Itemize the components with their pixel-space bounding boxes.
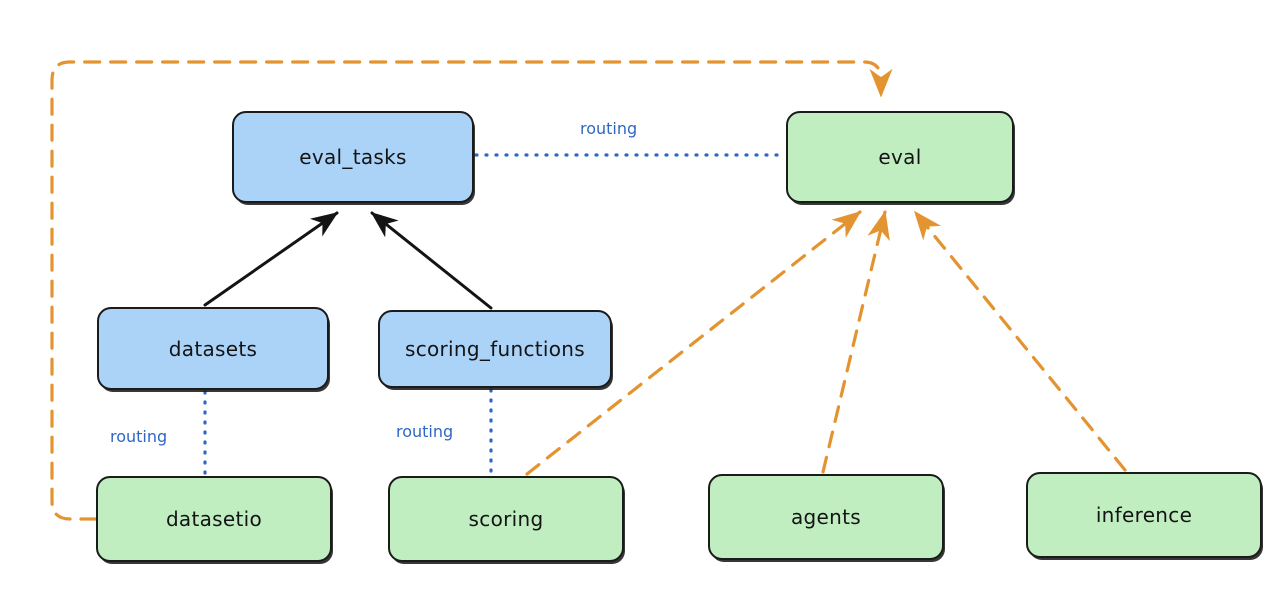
edge-inference-to-eval <box>913 210 1127 472</box>
edge-label-routing-scoring-functions-scoring: routing <box>396 422 454 441</box>
node-inference[interactable]: inference <box>1026 472 1262 558</box>
node-label-scoring: scoring <box>468 507 544 531</box>
edge-scoring-functions-to-eval-tasks <box>370 211 493 310</box>
node-datasets[interactable]: datasets <box>97 307 329 390</box>
node-eval[interactable]: eval <box>786 111 1014 203</box>
edge-label-routing-eval-tasks-eval: routing <box>580 119 638 138</box>
node-label-datasets: datasets <box>168 336 258 361</box>
node-eval-tasks[interactable]: eval_tasks <box>232 111 474 203</box>
edge-label-routing-datasets-datasetio: routing <box>110 427 168 446</box>
edge-scoring-to-eval <box>525 210 862 476</box>
node-label-eval-tasks: eval_tasks <box>299 145 407 169</box>
node-label-inference: inference <box>1095 503 1193 527</box>
edge-datasets-to-eval-tasks <box>203 211 339 307</box>
edge-agents-to-eval <box>821 210 890 474</box>
node-agents[interactable]: agents <box>708 474 944 560</box>
node-label-eval: eval <box>878 145 922 169</box>
node-label-agents: agents <box>791 505 861 529</box>
node-scoring[interactable]: scoring <box>388 476 624 562</box>
node-label-datasetio: datasetio <box>165 507 263 531</box>
edge-datasetio-to-eval <box>50 60 893 521</box>
node-label-scoring-functions: scoring_functions <box>404 337 586 361</box>
node-datasetio[interactable]: datasetio <box>96 476 332 562</box>
node-scoring-functions[interactable]: scoring_functions <box>378 310 612 388</box>
